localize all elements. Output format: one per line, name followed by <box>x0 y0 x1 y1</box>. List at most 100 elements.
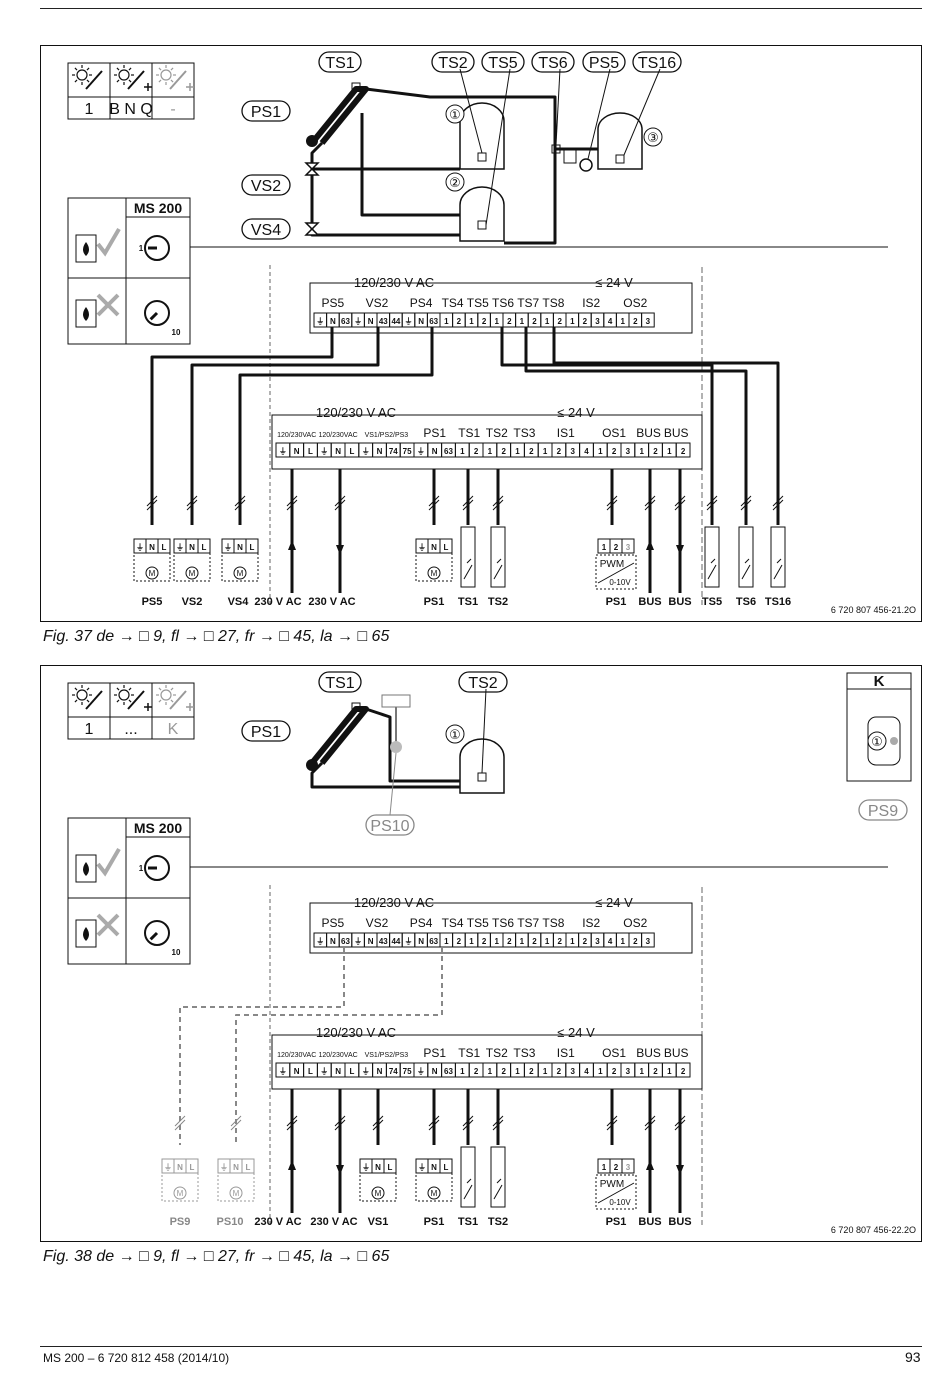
terminal-pin: ⏚ <box>279 447 287 456</box>
wire <box>170 687 174 691</box>
terminal-group-label: 120/230VAC <box>319 432 358 439</box>
terminal-device-label: PS1 <box>606 1216 627 1228</box>
terminal-pin: ⏚ <box>362 1067 370 1076</box>
terminal-pin: 2 <box>532 317 537 326</box>
terminal-pin: 2 <box>681 447 686 456</box>
cable-hash <box>372 1115 384 1131</box>
ps1-label-text: PS1 <box>251 724 281 741</box>
terminal-pin: 1 <box>639 1067 644 1076</box>
ms200-module-box <box>67 817 191 965</box>
wire <box>190 327 380 525</box>
ts2-label-text: TS2 <box>438 55 467 72</box>
terminal-device-label: TS2 <box>488 1216 508 1228</box>
terminal-group-label: OS1 <box>602 1046 626 1060</box>
option-pump-icon <box>890 737 898 745</box>
bypass-icon <box>381 694 411 708</box>
check-icon <box>96 847 121 877</box>
cable-hash <box>706 495 718 511</box>
terminal-group-label: PS4 <box>410 916 433 930</box>
terminal-pin: ⏚ <box>405 317 413 326</box>
motor-pin: ⏚ <box>136 543 144 552</box>
terminal-pin: 3 <box>595 317 600 326</box>
terminal-pin: 2 <box>532 937 537 946</box>
terminal-pin: 63 <box>341 317 350 326</box>
motor-pin: N <box>177 1163 183 1172</box>
terminal-pin: 2 <box>681 1067 686 1076</box>
config-value: K <box>168 721 179 738</box>
terminal-device-label: TS6 <box>736 596 756 608</box>
sensor-body <box>490 1146 506 1208</box>
terminal-pin: N <box>418 317 424 326</box>
vs2-label-pill <box>241 174 291 196</box>
terminal-pin: 2 <box>557 937 562 946</box>
sun-icon <box>118 689 130 701</box>
figure-code: 6 720 807 456-21.2O <box>831 605 916 615</box>
module-title: MS 200 <box>134 820 182 836</box>
cable-hash <box>230 1115 242 1131</box>
storage-tank-1 <box>459 738 505 794</box>
terminal-device-label: 230 V AC <box>310 1216 357 1228</box>
wire <box>235 947 443 1145</box>
sun-icon <box>118 69 130 81</box>
terminal-device-label: TS1 <box>458 1216 478 1228</box>
terminal-pin: N <box>330 317 336 326</box>
terminal-group-label: PS1 <box>423 426 446 440</box>
terminal-pin: 1 <box>444 937 449 946</box>
wire <box>128 79 132 83</box>
cable-hash <box>186 495 198 511</box>
terminal-pin: 1 <box>598 447 603 456</box>
number-marker-circle <box>867 731 887 751</box>
pump-ps5-icon <box>579 158 593 172</box>
terminal-pin: 1 <box>620 937 625 946</box>
boiler-icon <box>75 854 97 883</box>
wire <box>128 699 132 703</box>
pwm-pin-box <box>621 538 635 554</box>
ts2-label-pill <box>431 51 475 73</box>
motor-housing <box>161 1172 199 1202</box>
pump-ps10-icon <box>390 741 402 753</box>
terminal-pin: 63 <box>444 1067 453 1076</box>
cable-hash <box>674 495 686 511</box>
terminal-pin: 2 <box>474 447 479 456</box>
terminal-pin: N <box>335 1067 341 1076</box>
terminal-pin: 2 <box>612 447 617 456</box>
motor-pin: N <box>237 543 243 552</box>
motor-symbol: M <box>177 1189 184 1198</box>
cable-hash <box>772 495 784 511</box>
vs4-label-text: VS4 <box>251 222 281 239</box>
terminal-pin: ⏚ <box>316 937 324 946</box>
motor-housing <box>217 1172 255 1202</box>
terminal-pin: 4 <box>584 447 589 456</box>
terminal-group-label: TS8 <box>542 296 564 310</box>
terminal-group-label: TS5 <box>467 916 489 930</box>
terminal-pin: 63 <box>444 447 453 456</box>
ts1-label-pill <box>318 51 362 73</box>
flame-icon <box>83 927 89 941</box>
ms200-module-box <box>67 197 191 345</box>
terminal-pin: N <box>368 317 374 326</box>
terminal-device-label: PS9 <box>170 1216 191 1228</box>
terminal-pin: L <box>308 1067 313 1076</box>
boiler-icon <box>75 299 97 328</box>
terminal-device-label: VS2 <box>182 596 203 608</box>
cable-hash <box>286 495 298 511</box>
terminal-group-label: TS7 <box>517 916 539 930</box>
cable-hash <box>740 495 752 511</box>
terminal-pin: 1 <box>667 447 672 456</box>
wire <box>116 699 120 703</box>
terminal-group-label: TS6 <box>492 296 514 310</box>
ts5-label-pill <box>481 51 525 73</box>
terminal-pin: N <box>335 447 341 456</box>
sensor-body <box>770 526 786 588</box>
wire <box>158 687 162 691</box>
cable-hash <box>674 1115 686 1131</box>
dial-value: 1 <box>139 244 144 253</box>
terminal-pin: 2 <box>557 317 562 326</box>
terminal-pin: N <box>294 1067 300 1076</box>
voltage-label: ≤ 24 V <box>557 405 595 420</box>
number-marker: ① <box>449 107 461 122</box>
terminal-device-label: PS1 <box>606 596 627 608</box>
number-marker-circle <box>643 127 663 147</box>
pipe-return <box>504 149 557 245</box>
terminal-pin: ⏚ <box>316 317 324 326</box>
